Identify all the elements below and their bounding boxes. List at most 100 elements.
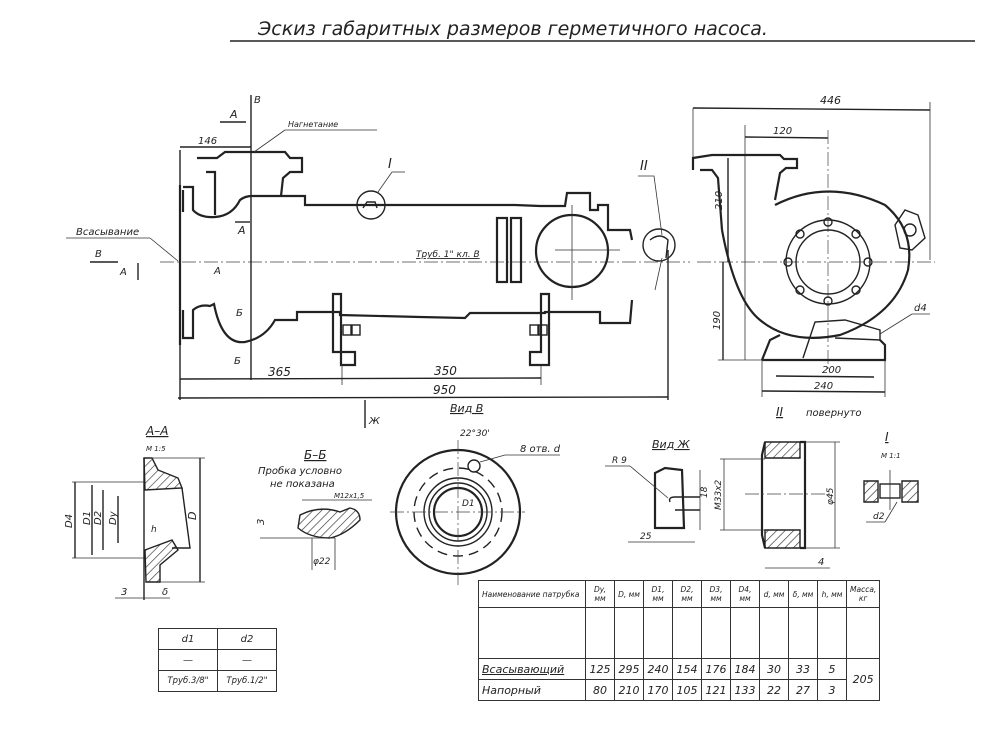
dim-line-950 xyxy=(177,396,669,399)
flange-view-hole xyxy=(467,459,481,473)
cell: Труб.3/8" xyxy=(158,670,218,692)
arrow-a-left-label: А xyxy=(119,267,127,278)
fitting-table: d1 d2 — — Труб.3/8" Труб.1/2" xyxy=(158,628,277,692)
section-a-top-label: А xyxy=(229,108,238,121)
aa-label-Dy: Dy xyxy=(108,510,119,525)
detail-1-view-title: I xyxy=(885,430,889,444)
m33-label: М33х2 xyxy=(714,479,724,510)
aa-bore xyxy=(172,487,191,549)
dim-line-200 xyxy=(775,375,875,378)
side-caption-num: II xyxy=(776,405,784,419)
dim-350: 350 xyxy=(434,364,457,378)
side-discharge-neck xyxy=(700,168,724,231)
dim-210: 210 xyxy=(714,191,725,210)
aa-label-D2: D2 xyxy=(93,511,104,525)
header-d-small: d, мм xyxy=(759,580,789,608)
dim-950: 950 xyxy=(433,383,456,397)
discharge-neck xyxy=(206,170,217,215)
dim-25: 25 xyxy=(640,532,652,542)
pipe-label: Труб. 1" кл. В xyxy=(416,250,480,260)
header-d3: D3, мм xyxy=(701,580,731,608)
mass-cell: 205 xyxy=(845,658,881,701)
cell: 33 xyxy=(788,658,818,680)
nut-section-bottom xyxy=(764,529,801,549)
aa-label-h: h xyxy=(151,525,157,535)
aa-flange-bottom xyxy=(144,539,179,583)
cell: 5 xyxy=(817,658,847,680)
section-bb-note-2: не показана xyxy=(270,479,335,490)
d4-label: d4 xyxy=(914,303,927,314)
dim-line-365-350 xyxy=(179,377,542,380)
spec-table-header: Наименование патрубка Dy, мм D, мм D1, м… xyxy=(478,580,881,608)
detail-2-circle xyxy=(642,228,676,262)
flange-bolt-holes xyxy=(783,217,873,306)
header-d1: d1 xyxy=(158,628,218,650)
detail-1-hatch-right xyxy=(901,480,919,503)
section-b-bottom-label: Б xyxy=(234,356,241,367)
fitting-table-header: d1 d2 xyxy=(158,628,277,650)
cell: 184 xyxy=(730,658,760,680)
d2-label: d2 xyxy=(873,512,885,522)
cell: 240 xyxy=(643,658,673,680)
arrow-v-top-label: В xyxy=(254,95,261,106)
cell: 30 xyxy=(759,658,789,680)
discharge-flange xyxy=(197,150,304,197)
section-b-top-label: Б xyxy=(236,308,243,319)
lower-body-contour xyxy=(181,299,634,344)
header-mass: Масса, кг xyxy=(845,580,881,608)
section-aa-title: А–А xyxy=(145,424,168,438)
cell: 105 xyxy=(672,679,702,701)
header-d2: d2 xyxy=(217,628,277,650)
detail-1-circle xyxy=(356,190,386,220)
cell: Труб.1/2" xyxy=(217,670,277,692)
row-name: Напорный xyxy=(478,679,586,701)
motor-flange-plate-1 xyxy=(495,216,509,284)
suction-label: Всасывание xyxy=(76,227,139,238)
holes-leader xyxy=(479,454,506,463)
cell: 170 xyxy=(643,679,673,701)
discharge-leader xyxy=(253,129,286,153)
side-discharge-nozzle xyxy=(691,153,799,201)
side-caption: повернуто xyxy=(806,408,861,419)
bb-plug-section xyxy=(297,507,361,539)
detail-1-leader xyxy=(377,171,393,193)
cell: 154 xyxy=(672,658,702,680)
table-row: Всасывающий 125 295 240 154 176 184 30 3… xyxy=(478,658,881,701)
left-support xyxy=(331,292,357,367)
aa-label-D1: D1 xyxy=(82,511,93,525)
left-support-bolt-2 xyxy=(351,324,361,336)
view-zh-slot xyxy=(668,496,700,511)
detail-1-fitting xyxy=(362,201,378,209)
arrow-v-left-label: В xyxy=(95,249,102,260)
nut-outline xyxy=(760,440,807,550)
dim-190: 190 xyxy=(712,311,723,330)
header-d: D, мм xyxy=(614,580,644,608)
dim-18: 18 xyxy=(700,486,710,498)
aa-label-D4: D4 xyxy=(64,514,75,528)
section-a-bottom-label: А xyxy=(237,224,246,237)
upper-body-contour xyxy=(181,185,634,241)
cell: 125 xyxy=(585,658,615,680)
view-v-label: Вид В xyxy=(450,402,483,415)
spec-table-blank-row xyxy=(478,607,881,659)
side-view: 446 120 d4 210 190 200 240 xyxy=(691,94,935,419)
main-view: II I 146 365 350 950 Вид В Ж А В А А Б Б xyxy=(66,95,690,428)
dim-line-240 xyxy=(761,390,886,393)
section-bb-note-1: Пробка условно xyxy=(258,465,342,477)
dim-240: 240 xyxy=(814,381,833,392)
side-pedestal xyxy=(802,319,881,359)
right-support xyxy=(528,292,551,367)
left-support-bolt-1 xyxy=(342,324,352,336)
cell: 121 xyxy=(701,679,731,701)
cell: 176 xyxy=(701,658,731,680)
cell: 295 xyxy=(614,658,644,680)
drawing-title: Эскиз габаритных размеров герметичного н… xyxy=(257,18,768,40)
bb-label-22: φ22 xyxy=(313,557,331,567)
aa-flange-top xyxy=(143,457,184,491)
detail-1-hatch-left xyxy=(863,480,879,503)
section-aa-scale: М 1:5 xyxy=(146,445,166,453)
end-cap-pipe xyxy=(654,257,663,291)
bb-label-3: 3 xyxy=(256,519,267,525)
right-support-bolt-2 xyxy=(538,324,548,336)
dim-line-120 xyxy=(744,136,829,139)
